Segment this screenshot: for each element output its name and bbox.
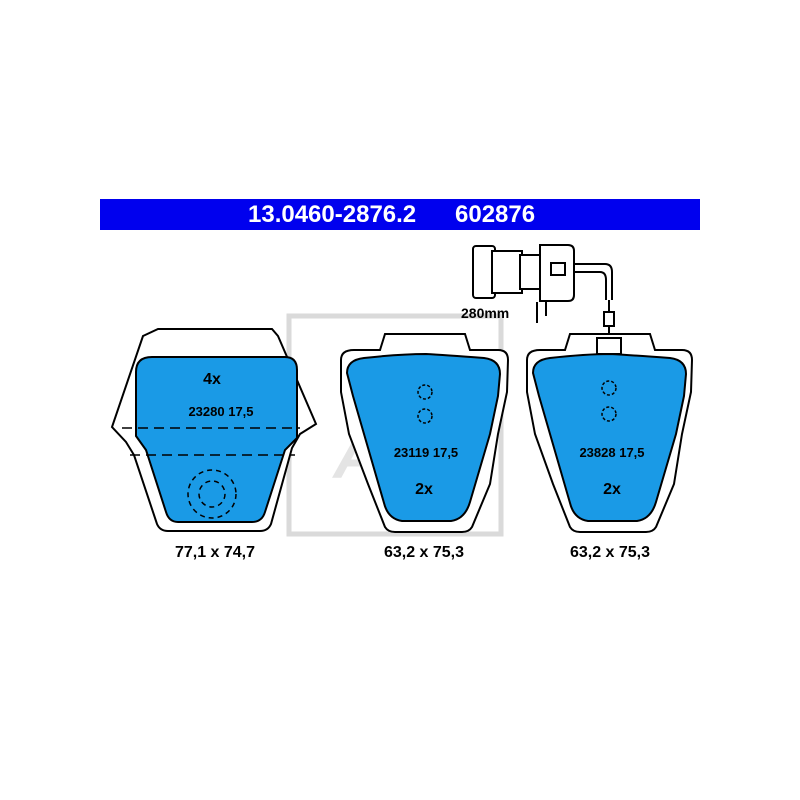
- pad-3-friction-lining: [531, 352, 688, 522]
- sensor-length-label: 280mm: [461, 305, 509, 321]
- brake-pad-1: 4x 23280 17,5 77,1 x 74,7: [110, 328, 318, 561]
- sensor-plug-body: [491, 250, 523, 294]
- pad-3-guide-hole-top: [601, 380, 617, 396]
- pad-3-guide-hole-bottom: [601, 406, 617, 422]
- pad-3-code: 23828 17,5: [579, 445, 644, 460]
- header-bar: 13.0460-2876.2 602876: [100, 199, 700, 230]
- wear-sensor: [472, 244, 615, 340]
- pad-3-quantity: 2x: [603, 481, 621, 498]
- pad-1-dimensions: 77,1 x 74,7: [175, 544, 255, 561]
- pad-1-friction-lining: [135, 356, 298, 523]
- pad-2-dimensions: 63,2 x 75,3: [384, 544, 464, 561]
- pad-1-piston-inner: [198, 480, 226, 508]
- pad-2-guide-hole-top: [417, 384, 433, 400]
- pad-2-code: 23119 17,5: [394, 445, 458, 460]
- sensor-clip: [550, 262, 566, 276]
- pad-3-dimensions: 63,2 x 75,3: [570, 544, 650, 561]
- pad-1-code: 23280 17,5: [188, 404, 253, 419]
- sensor-plug-collar: [519, 254, 543, 290]
- sensor-wire-top: [574, 263, 613, 300]
- sensor-tip: [603, 311, 615, 327]
- brake-pad-2: 23119 17,5 2x 63,2 x 75,3: [340, 333, 510, 561]
- pad-1-piston-outer: [187, 469, 237, 519]
- brake-pad-3: 23828 17,5 2x 63,2 x 75,3: [526, 333, 694, 561]
- pad-2-guide-hole-bottom: [417, 408, 433, 424]
- reference-number: 602876: [455, 201, 536, 228]
- pad-2-quantity: 2x: [415, 481, 433, 498]
- sensor-wire-inner: [574, 271, 607, 300]
- pad-2-friction-lining: [345, 352, 502, 522]
- part-number: 13.0460-2876.2: [248, 201, 417, 228]
- pad-1-quantity: 4x: [203, 371, 221, 388]
- pad-3-sensor-mount: [596, 337, 622, 355]
